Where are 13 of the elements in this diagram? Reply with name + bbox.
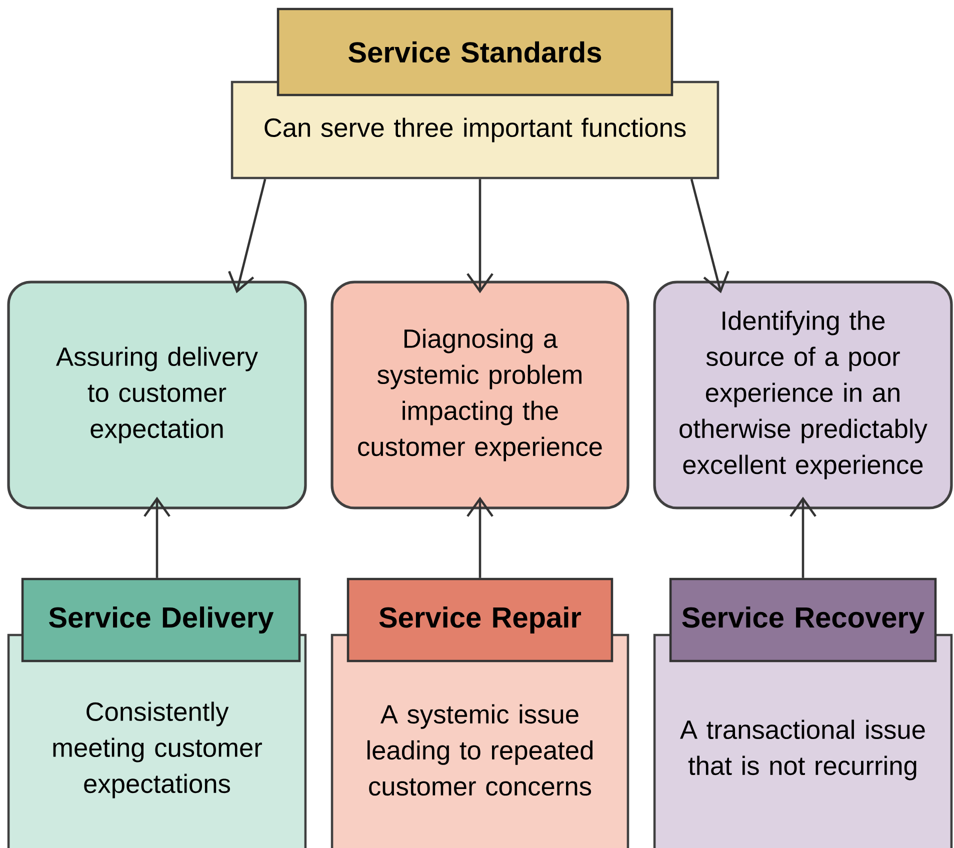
arrow [228,178,266,294]
function-box: Assuring delivery to customer expectation [7,280,307,510]
arrow [790,496,816,578]
arrow [690,178,730,294]
function-box: Diagnosing a systemic problem impacting the customer experience [330,280,630,510]
heading-box: Service Recovery [669,578,937,662]
arrow [144,496,170,578]
heading-box: Service Standards [276,8,674,96]
arrow [466,496,494,578]
heading-box: Service Repair [346,578,614,662]
arrow [466,179,494,294]
function-box: Identifying the source of a poor experience in an otherwise predictably excellent experience [653,280,953,510]
heading-box: Service Delivery [21,578,301,662]
